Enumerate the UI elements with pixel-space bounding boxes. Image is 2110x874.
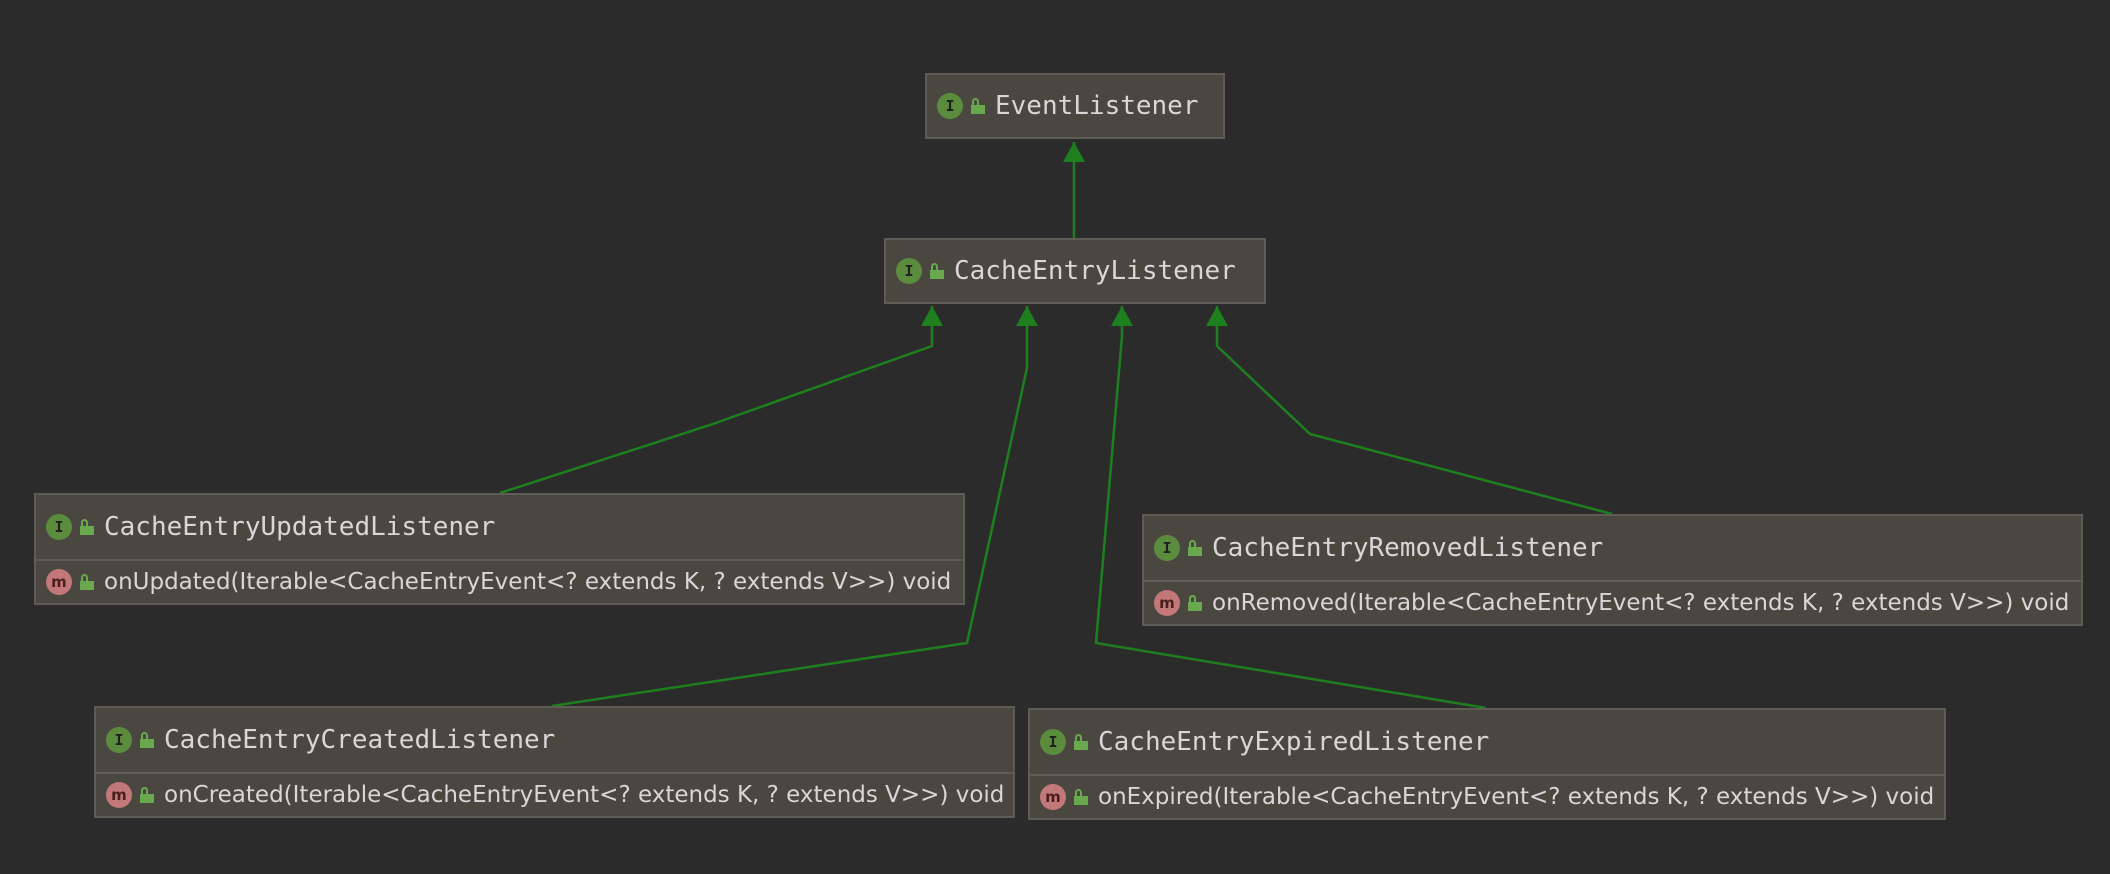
node-title: CacheEntryRemovedListener bbox=[1212, 533, 1604, 563]
arrowhead-removed bbox=[1206, 306, 1228, 326]
node-cacheentryexpiredlistener[interactable]: I CacheEntryExpiredListener m onExpired(… bbox=[1028, 708, 1946, 820]
method-signature: onUpdated(Iterable<CacheEntryEvent<? ext… bbox=[104, 569, 952, 595]
public-lock-icon bbox=[80, 574, 94, 590]
public-lock-icon bbox=[140, 732, 154, 748]
interface-icon: I bbox=[1040, 729, 1066, 755]
method-icon: m bbox=[1040, 784, 1066, 810]
edge-removed-to-cacheentrylistener bbox=[1215, 306, 1613, 516]
node-title: CacheEntryListener bbox=[954, 256, 1236, 286]
node-cacheentrylistener[interactable]: I CacheEntryListener bbox=[884, 238, 1266, 304]
node-header: I CacheEntryRemovedListener bbox=[1144, 516, 2081, 580]
node-header: I CacheEntryListener bbox=[886, 240, 1264, 302]
interface-icon: I bbox=[937, 93, 963, 119]
method-icon: m bbox=[1154, 590, 1180, 616]
public-lock-icon bbox=[1074, 789, 1088, 805]
arrowhead-created bbox=[1016, 306, 1038, 326]
interface-icon: I bbox=[896, 258, 922, 284]
method-signature: onExpired(Iterable<CacheEntryEvent<? ext… bbox=[1098, 784, 1935, 810]
public-lock-icon bbox=[930, 263, 944, 279]
node-title: CacheEntryCreatedListener bbox=[164, 725, 556, 755]
public-lock-icon bbox=[140, 787, 154, 803]
node-header: I CacheEntryExpiredListener bbox=[1030, 710, 1944, 774]
node-method-onexpired[interactable]: m onExpired(Iterable<CacheEntryEvent<? e… bbox=[1030, 774, 1944, 818]
method-signature: onRemoved(Iterable<CacheEntryEvent<? ext… bbox=[1212, 590, 2070, 616]
node-header: I EventListener bbox=[927, 75, 1223, 137]
method-icon: m bbox=[46, 569, 72, 595]
node-header: I CacheEntryCreatedListener bbox=[96, 708, 1013, 772]
node-method-onremoved[interactable]: m onRemoved(Iterable<CacheEntryEvent<? e… bbox=[1144, 580, 2081, 624]
interface-icon: I bbox=[106, 727, 132, 753]
node-cacheentrycreatedlistener[interactable]: I CacheEntryCreatedListener m onCreated(… bbox=[94, 706, 1015, 818]
arrowhead-eventlistener bbox=[1063, 142, 1085, 162]
node-title: CacheEntryUpdatedListener bbox=[104, 512, 496, 542]
public-lock-icon bbox=[80, 519, 94, 535]
node-cacheentryupdatedlistener[interactable]: I CacheEntryUpdatedListener m onUpdated(… bbox=[34, 493, 965, 605]
node-title: EventListener bbox=[995, 91, 1199, 121]
arrowhead-updated bbox=[921, 306, 943, 326]
method-signature: onCreated(Iterable<CacheEntryEvent<? ext… bbox=[164, 782, 1005, 808]
edge-expired-to-cacheentrylistener bbox=[1094, 306, 1487, 710]
public-lock-icon bbox=[1188, 540, 1202, 556]
node-eventlistener[interactable]: I EventListener bbox=[925, 73, 1225, 139]
node-cacheentryremovedlistener[interactable]: I CacheEntryRemovedListener m onRemoved(… bbox=[1142, 514, 2083, 626]
node-title: CacheEntryExpiredListener bbox=[1098, 727, 1490, 757]
method-icon: m bbox=[106, 782, 132, 808]
node-method-oncreated[interactable]: m onCreated(Iterable<CacheEntryEvent<? e… bbox=[96, 772, 1013, 816]
interface-icon: I bbox=[46, 514, 72, 540]
interface-icon: I bbox=[1154, 535, 1180, 561]
node-method-onupdated[interactable]: m onUpdated(Iterable<CacheEntryEvent<? e… bbox=[36, 559, 963, 603]
public-lock-icon bbox=[1074, 734, 1088, 750]
edge-updated-to-cacheentrylistener bbox=[499, 306, 934, 495]
public-lock-icon bbox=[971, 98, 985, 114]
node-header: I CacheEntryUpdatedListener bbox=[36, 495, 963, 559]
public-lock-icon bbox=[1188, 595, 1202, 611]
arrowhead-expired bbox=[1111, 306, 1133, 326]
